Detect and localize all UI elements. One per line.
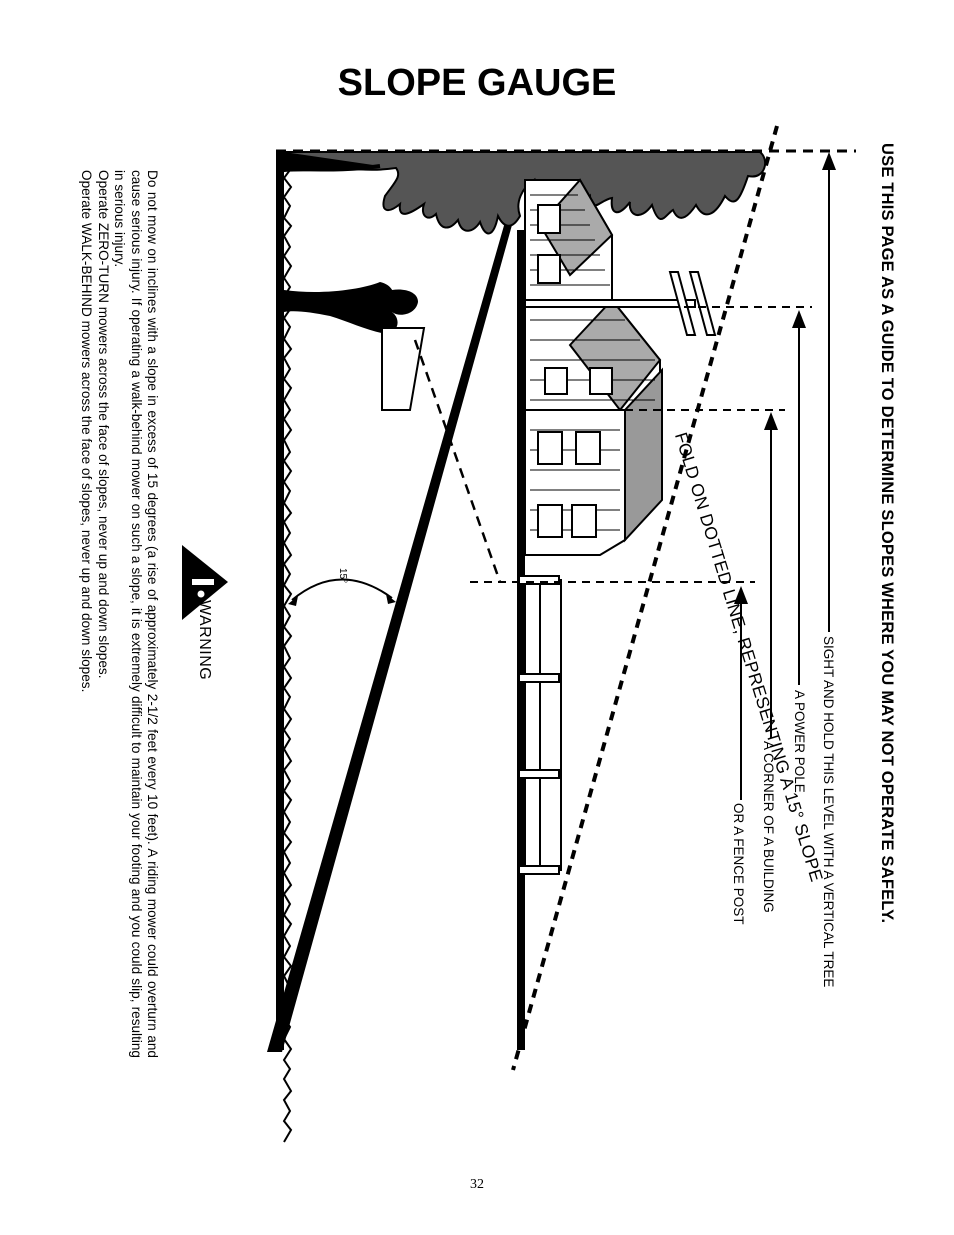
person-silhouette [284, 282, 426, 411]
angle-arc [288, 578, 396, 606]
slope-ground-line [267, 222, 512, 1052]
fold-dotted-line [511, 125, 779, 1071]
warning-text: Do not mow on inclines with a slope in e… [78, 170, 160, 1058]
annotation-tree: SIGHT AND HOLD THIS LEVEL WITH A VERTICA… [821, 636, 836, 988]
instruction-heading: USE THIS PAGE AS A GUIDE TO DETERMINE SL… [878, 143, 896, 924]
page-number: 32 [470, 1177, 484, 1192]
warning-zero-turn: Operate ZERO-TURN mowers across the face… [95, 170, 111, 679]
warning-triangle-icon [182, 545, 228, 620]
sight-dashed-line [413, 339, 502, 583]
arrows [734, 152, 836, 800]
level-dashed-lines [470, 306, 812, 583]
warning-label: WARNING [196, 600, 213, 681]
annotation-fence: OR A FENCE POST [731, 803, 746, 925]
warning-walk-behind: Operate WALK-BEHIND mowers across the fa… [79, 170, 95, 693]
angle-label: 15° [337, 568, 348, 584]
fence [518, 575, 562, 875]
power-pole [524, 271, 717, 336]
house-ground-line [517, 230, 525, 1050]
house [524, 178, 663, 556]
level-ground-line [276, 152, 293, 1143]
page-title: SLOPE GAUGE [337, 62, 617, 104]
warning-paragraph: Do not mow on inclines with a slope in e… [112, 170, 160, 1058]
